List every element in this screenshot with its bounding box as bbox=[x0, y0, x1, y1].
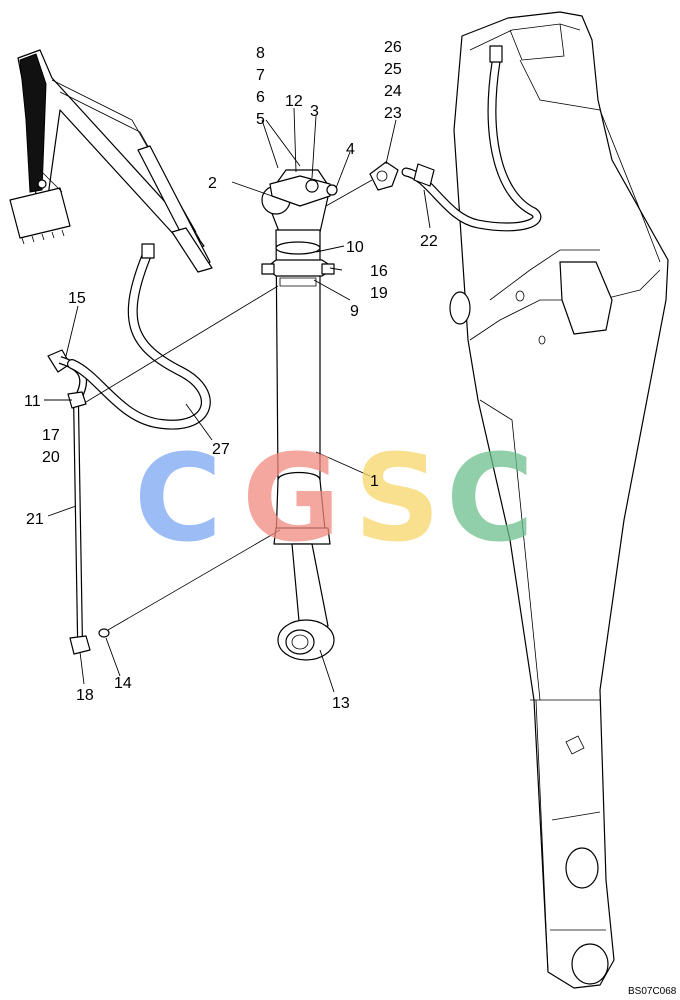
callout-20: 20 bbox=[42, 449, 60, 466]
watermark: C G S C bbox=[134, 430, 534, 569]
callout-26: 26 bbox=[384, 39, 402, 56]
callout-3: 3 bbox=[310, 103, 319, 120]
watermark-letter-g: G bbox=[242, 430, 341, 569]
callout-15: 15 bbox=[68, 290, 86, 307]
arm-structure bbox=[449, 11, 669, 989]
callout-10: 10 bbox=[346, 239, 364, 256]
hose-22 bbox=[401, 45, 542, 232]
reference-lines bbox=[85, 179, 373, 631]
callout-6: 6 bbox=[256, 89, 265, 106]
watermark-letter-c2: C bbox=[446, 430, 534, 569]
callout-13: 13 bbox=[332, 695, 350, 712]
watermark-letter-s: S bbox=[354, 430, 440, 569]
callout-19: 19 bbox=[370, 285, 388, 302]
callout-24: 24 bbox=[384, 83, 402, 100]
figure-code: BS07C068 bbox=[628, 986, 677, 997]
callout-22: 22 bbox=[420, 233, 438, 250]
callout-11: 11 bbox=[24, 393, 41, 410]
callout-27: 27 bbox=[212, 441, 230, 458]
callout-5: 5 bbox=[256, 111, 265, 128]
callout-2: 2 bbox=[208, 175, 217, 192]
hose-27 bbox=[67, 243, 211, 430]
excavator-overview-icon bbox=[9, 49, 213, 273]
callout-1: 1 bbox=[370, 473, 379, 490]
callout-16: 16 bbox=[370, 263, 388, 280]
elbow-fitting bbox=[369, 161, 399, 191]
callout-14: 14 bbox=[114, 675, 132, 692]
leader-lines bbox=[44, 107, 431, 693]
bucket-cylinder bbox=[261, 169, 338, 661]
callout-4: 4 bbox=[346, 141, 355, 158]
callout-25: 25 bbox=[384, 61, 402, 78]
watermark-letter-c1: C bbox=[134, 430, 222, 569]
pipe-21 bbox=[47, 349, 91, 655]
callout-7: 7 bbox=[256, 67, 265, 84]
callout-17: 17 bbox=[42, 427, 60, 444]
callout-12: 12 bbox=[285, 93, 303, 110]
callout-8: 8 bbox=[256, 45, 265, 62]
callout-labels: 8 7 6 5 12 3 4 2 26 25 24 23 22 10 16 19… bbox=[24, 39, 438, 712]
callout-18: 18 bbox=[76, 687, 94, 704]
callout-21: 21 bbox=[26, 511, 44, 528]
callout-23: 23 bbox=[384, 105, 402, 122]
callout-9: 9 bbox=[350, 303, 359, 320]
o-ring-14 bbox=[98, 628, 110, 638]
